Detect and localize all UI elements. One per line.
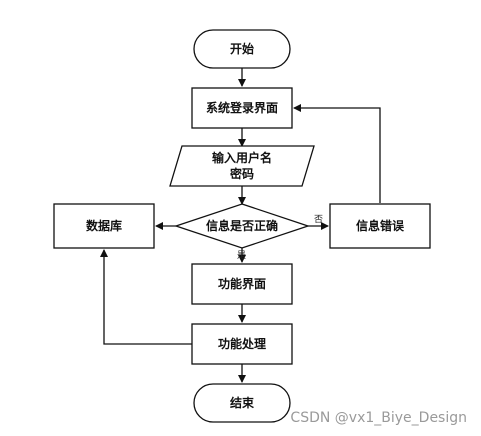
edge-error-to-login — [293, 104, 381, 203]
end-terminator — [193, 383, 291, 423]
function-process-label: 功能处理 — [218, 336, 266, 351]
decision-label: 信息是否正确 — [206, 218, 278, 233]
edge-label-no: 否 — [314, 214, 323, 225]
node-end: 结束 — [193, 383, 291, 423]
node-login: 系统登录界面 — [191, 87, 293, 129]
node-input: 输入用户名 密码 — [169, 145, 315, 187]
input-label-line2: 密码 — [230, 166, 254, 181]
node-error: 信息错误 — [329, 203, 431, 249]
edge-process-to-database — [100, 249, 192, 345]
node-decision: 信息是否正确 — [173, 203, 311, 249]
input-label-line1: 输入用户名 — [212, 150, 272, 165]
end-label: 结束 — [230, 395, 255, 410]
function-process-box — [191, 323, 293, 365]
node-function-ui: 功能界面 — [191, 263, 293, 305]
database-box — [53, 203, 155, 249]
error-box — [329, 203, 431, 249]
function-ui-label: 功能界面 — [218, 276, 266, 291]
login-box — [191, 87, 293, 129]
node-database: 数据库 — [53, 203, 155, 249]
function-ui-box — [191, 263, 293, 305]
decision-diamond — [173, 203, 311, 249]
watermark: CSDN @vx1_Biye_Design — [290, 410, 467, 426]
error-label: 信息错误 — [356, 218, 405, 233]
start-label: 开始 — [230, 41, 254, 56]
input-parallelogram — [169, 145, 315, 187]
login-label: 系统登录界面 — [206, 100, 278, 115]
start-terminator — [193, 29, 291, 69]
node-start: 开始 — [193, 29, 291, 69]
database-label: 数据库 — [86, 218, 122, 233]
node-function-process: 功能处理 — [191, 323, 293, 365]
edges — [100, 68, 381, 383]
edge-label-yes: 是 — [237, 250, 246, 261]
